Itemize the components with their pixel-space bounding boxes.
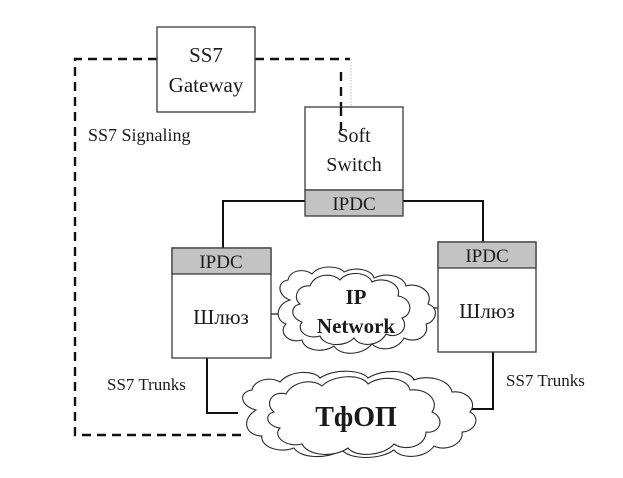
ip-network-cloud: IP Network <box>277 266 436 354</box>
ip-network-label-line2: Network <box>317 314 395 338</box>
pstn-cloud: ТфОП <box>242 370 477 459</box>
pstn-label: ТфОП <box>315 402 397 433</box>
ss7-gateway-node: SS7 Gateway <box>156 26 256 113</box>
ss7-trunks-right-label: SS7 Trunks <box>506 371 585 390</box>
ip-network-cloud-front <box>292 272 411 346</box>
media-gateway-right: IPDC Шлюз <box>437 241 537 353</box>
ip-network-label-line1: IP <box>346 285 367 309</box>
ipdc-link-right <box>403 200 484 242</box>
soft-switch-label-line1: Soft <box>337 125 371 147</box>
pstn-cloud-front <box>267 376 441 455</box>
ss7-gateway-label-line1: SS7 <box>189 43 223 67</box>
ss7-signaling-label: SS7 Signaling <box>88 125 191 145</box>
gateway-left-label: Шлюз <box>193 305 249 329</box>
ss7-trunk-link-left <box>206 358 238 414</box>
gateway-left-ipdc-label: IPDC <box>199 252 242 273</box>
ss7-gateway-box <box>156 26 256 113</box>
ss7-gateway-label-line2: Gateway <box>169 73 244 97</box>
soft-switch-box <box>304 106 404 191</box>
gateway-right-label: Шлюз <box>459 299 515 323</box>
media-gateway-left: IPDC Шлюз <box>171 247 272 359</box>
soft-switch-ipdc-header <box>304 189 404 217</box>
soft-switch-ipdc-label: IPDC <box>332 194 375 215</box>
ss7-trunks-left-label: SS7 Trunks <box>107 375 186 394</box>
soft-switch-label-line2: Switch <box>326 154 382 176</box>
gateway-right-ipdc-header <box>437 241 537 269</box>
gateway-right-ipdc-label: IPDC <box>465 246 508 267</box>
ss7-trunk-link-right <box>470 352 494 410</box>
gateway-left-ipdc-header <box>171 247 272 275</box>
ss7-signaling-link-pstn <box>73 57 245 437</box>
ipdc-link-left <box>222 200 305 248</box>
soft-switch-node: Soft Switch IPDC <box>304 106 404 217</box>
